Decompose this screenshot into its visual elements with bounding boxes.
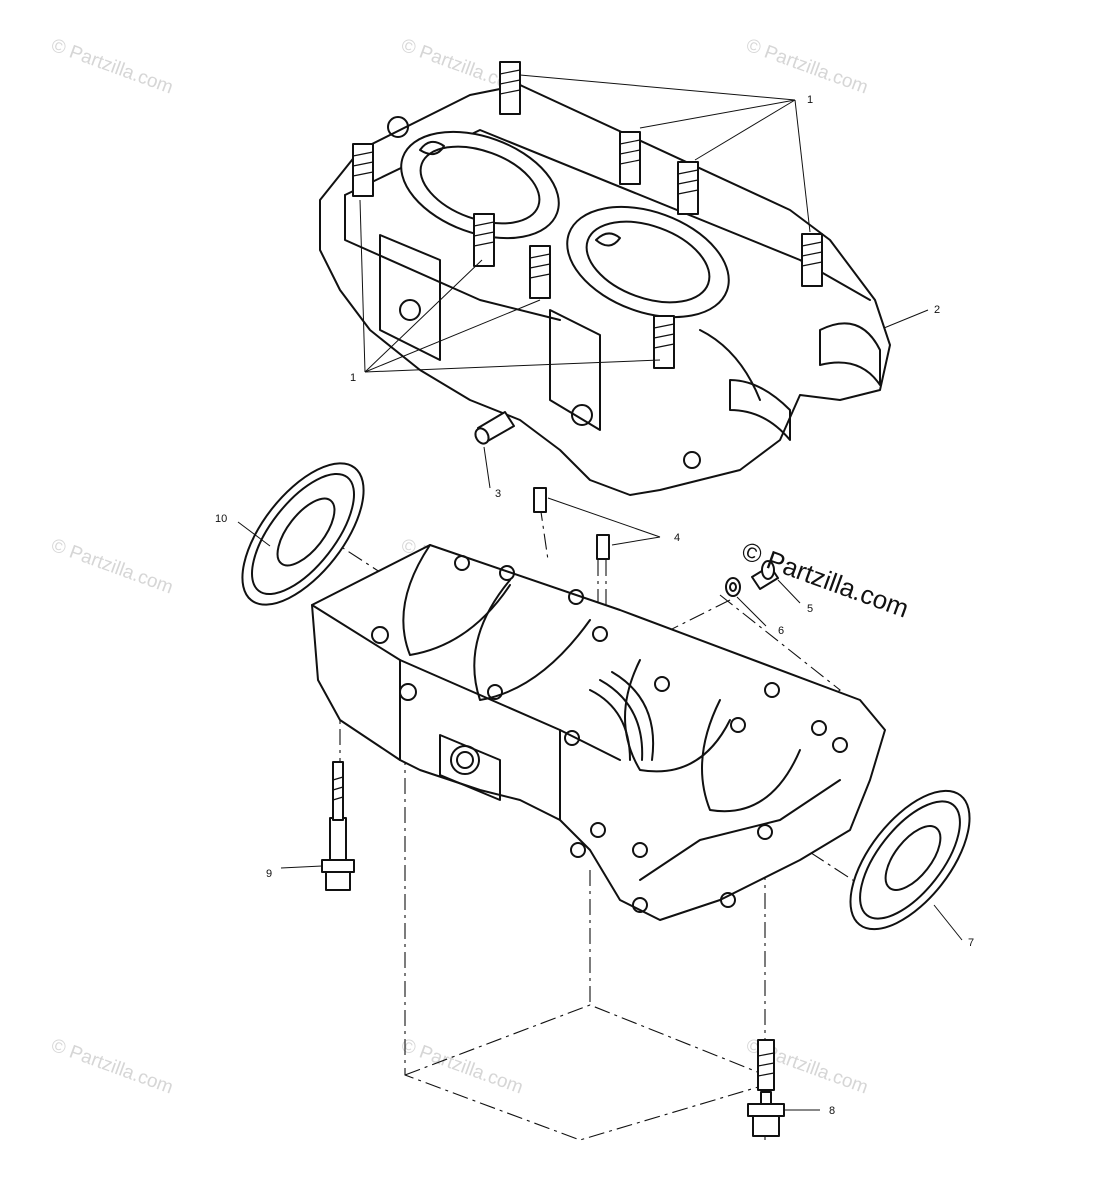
- stud: [529, 245, 551, 299]
- callout-1-bottom: 1: [350, 372, 356, 384]
- watermark-text: © Partzilla.com: [743, 35, 870, 99]
- watermark-text: © Partzilla.com: [398, 1035, 525, 1099]
- callout-5: 5: [807, 603, 813, 615]
- callout-10: 10: [215, 513, 227, 525]
- stud: [499, 61, 521, 115]
- crankcase-bolt-right: [747, 1039, 785, 1137]
- callout-6: 6: [778, 625, 784, 637]
- leader-lines: [237, 74, 963, 1111]
- callout-3: 3: [495, 488, 501, 500]
- callout-2: 2: [934, 304, 940, 316]
- watermark-text: © Partzilla.com: [48, 1035, 175, 1099]
- crankcase-bolt-left: [321, 761, 355, 891]
- stud: [653, 315, 675, 369]
- hollow-pin: [474, 411, 515, 445]
- cylinder-studs: [352, 61, 823, 369]
- crankshaft-seal-left: [241, 462, 365, 606]
- watermark-text: © Partzilla.com: [48, 535, 175, 599]
- dowel-pins: [533, 487, 610, 560]
- callout-7: 7: [968, 937, 974, 949]
- stud: [801, 233, 823, 287]
- lower-crankcase: [311, 544, 886, 921]
- stud: [677, 161, 699, 215]
- callout-labels: 1 1 2 3 4 5 6 7 8 9 10: [215, 94, 974, 1117]
- upper-crankcase: [319, 84, 891, 496]
- callout-4: 4: [674, 532, 680, 544]
- crankshaft-seal-right: [849, 789, 971, 931]
- callout-9: 9: [266, 868, 272, 880]
- callout-1-top: 1: [807, 94, 813, 106]
- stud: [352, 143, 374, 197]
- stud: [619, 131, 641, 185]
- callout-8: 8: [829, 1105, 835, 1117]
- watermark-text: © Partzilla.com: [48, 35, 175, 99]
- screw-and-washer: [725, 560, 779, 597]
- stud: [473, 213, 495, 267]
